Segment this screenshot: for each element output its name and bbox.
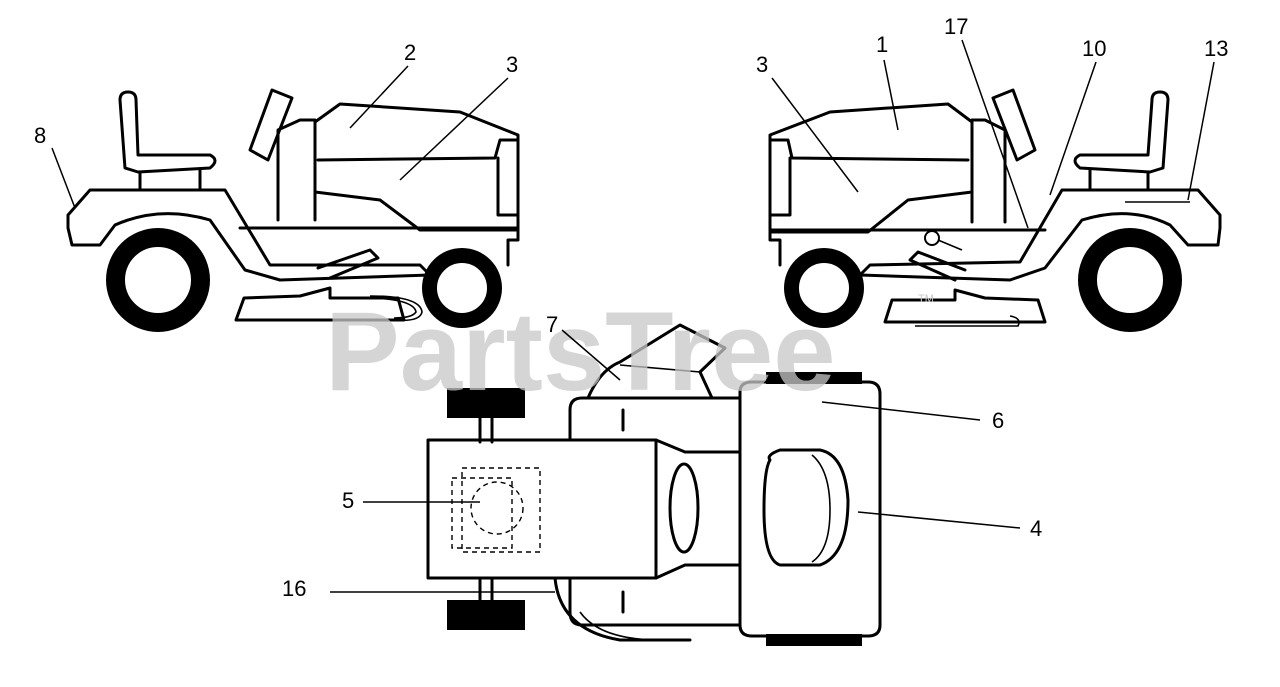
callout-5: 5 — [342, 488, 354, 513]
callout-7: 7 — [546, 312, 558, 337]
steering-column — [276, 118, 317, 222]
callout-3-left: 3 — [506, 52, 518, 77]
rear-deck — [426, 438, 658, 580]
callout-10: 10 — [1082, 36, 1106, 61]
callout-16: 16 — [282, 576, 306, 601]
hood — [313, 102, 520, 232]
discharge-chute — [586, 323, 727, 400]
callout-4: 4 — [1030, 516, 1042, 541]
tractor-top-view — [426, 323, 882, 646]
steering-wheel — [248, 88, 294, 162]
mower-deck — [234, 286, 406, 322]
callout-17: 17 — [944, 14, 968, 39]
callout-3-right: 3 — [756, 52, 768, 77]
callout-6: 6 — [992, 408, 1004, 433]
tractor-right-side-view — [768, 88, 1222, 332]
callout-8: 8 — [34, 123, 46, 148]
mower-deck — [883, 288, 1047, 324]
hood-top — [738, 380, 882, 638]
steering-wheel-top — [668, 462, 700, 554]
leader-lines — [51, 39, 1215, 593]
watermark: PartsTree — [325, 289, 836, 414]
callout-1: 1 — [876, 32, 888, 57]
hood — [768, 102, 974, 234]
steering-wheel — [991, 88, 1037, 162]
steering-column — [970, 118, 1007, 224]
rear-fender — [858, 188, 1222, 282]
rear-right-tire — [447, 600, 525, 630]
callout-13: 13 — [1204, 36, 1228, 61]
rear-left-tire — [447, 388, 525, 418]
rear-fender — [66, 188, 432, 282]
tractor-left-side-view — [66, 88, 520, 332]
seat — [118, 90, 217, 174]
watermark-trademark: TM — [918, 293, 934, 305]
seat — [1073, 90, 1170, 174]
seat-outline — [461, 467, 541, 553]
callout-2: 2 — [404, 40, 416, 65]
